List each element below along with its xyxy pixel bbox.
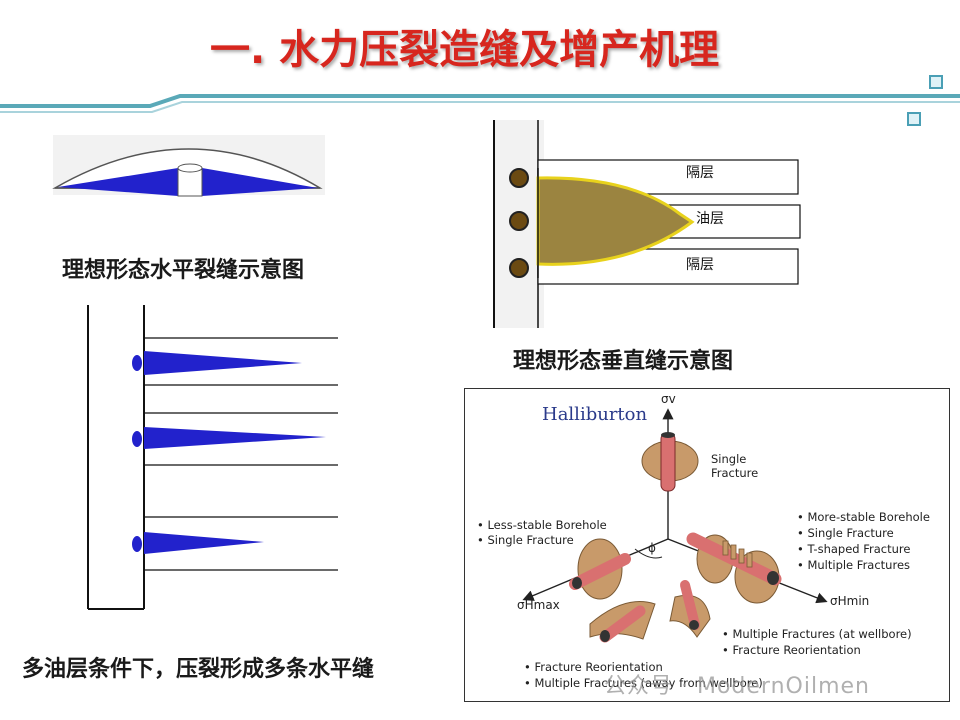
caption-multi-layer: 多油层条件下，压裂形成多条水平缝: [22, 657, 375, 682]
halliburton-brand: Halliburton: [542, 404, 648, 425]
single-fracture-top-note: Single Fracture: [711, 452, 758, 480]
bottom-right-note-1: Multiple Fractures (at wellbore): [732, 627, 912, 641]
perforation-3: [132, 536, 142, 552]
single-fracture-top-line-2: Fracture: [711, 466, 759, 480]
right-note-1: More-stable Borehole: [807, 510, 930, 524]
right-note-2: Single Fracture: [807, 526, 894, 540]
label-top-barrier: 隔层: [686, 165, 714, 181]
halliburton-diagram: [522, 408, 828, 643]
label-oil-layer: 油层: [696, 211, 724, 227]
right-fracture-wing: [202, 168, 318, 196]
caption-vertical-ideal: 理想形态垂直缝示意图: [513, 349, 734, 374]
fracture-layer-3: [144, 532, 264, 554]
deco-square-1: [929, 75, 943, 89]
horizontal-fracture-diagram: [52, 135, 325, 197]
left-fracture-wing: [58, 168, 178, 196]
deco-square-2: [907, 112, 921, 126]
fracture-layer-1: [144, 351, 302, 375]
right-note-4: Multiple Fractures: [807, 558, 911, 572]
perforation-middle: [509, 211, 529, 231]
sigma-hmin-label: σHmin: [830, 594, 870, 608]
perforation-2: [132, 431, 142, 447]
right-note-3: T-shaped Fracture: [807, 542, 911, 556]
phi-label: ϕ: [648, 541, 656, 555]
perforation-bottom: [509, 258, 529, 278]
page-title: 一. 水力压裂造缝及增产机理: [210, 27, 720, 73]
watermark: 公众号 · ModernOilmen: [604, 674, 870, 699]
fracture-layer-2: [144, 427, 326, 449]
header-decoration: [0, 75, 960, 126]
bottom-left-note-2: Multiple Fractures (away from wellbore): [534, 676, 763, 690]
caption-horizontal-ideal: 理想形态水平裂缝示意图: [62, 258, 305, 283]
bottom-left-note-1: Fracture Reorientation: [534, 660, 663, 674]
perforation-top: [509, 168, 529, 188]
bottom-left-notes: • Fracture Reorientation • Multiple Frac…: [524, 660, 763, 690]
bottom-right-notes: • Multiple Fractures (at wellbore) • Fra…: [722, 627, 912, 657]
left-note-1: Less-stable Borehole: [487, 518, 607, 532]
vertical-fracture-diagram: [493, 120, 801, 328]
sigma-hmax-label: σHmax: [517, 598, 560, 612]
left-note-2: Single Fracture: [487, 533, 574, 547]
sigma-v-label: σv: [661, 392, 676, 406]
bottom-right-note-2: Fracture Reorientation: [732, 643, 861, 657]
multi-layer-fracture-diagram: [87, 305, 338, 610]
left-notes: • Less-stable Borehole • Single Fracture: [477, 518, 607, 547]
perforation-1: [132, 355, 142, 371]
right-notes: • More-stable Borehole • Single Fracture…: [797, 510, 930, 572]
label-bottom-barrier: 隔层: [686, 257, 714, 273]
single-fracture-top-line-1: Single: [711, 452, 747, 466]
vertical-fracture: [536, 176, 695, 266]
